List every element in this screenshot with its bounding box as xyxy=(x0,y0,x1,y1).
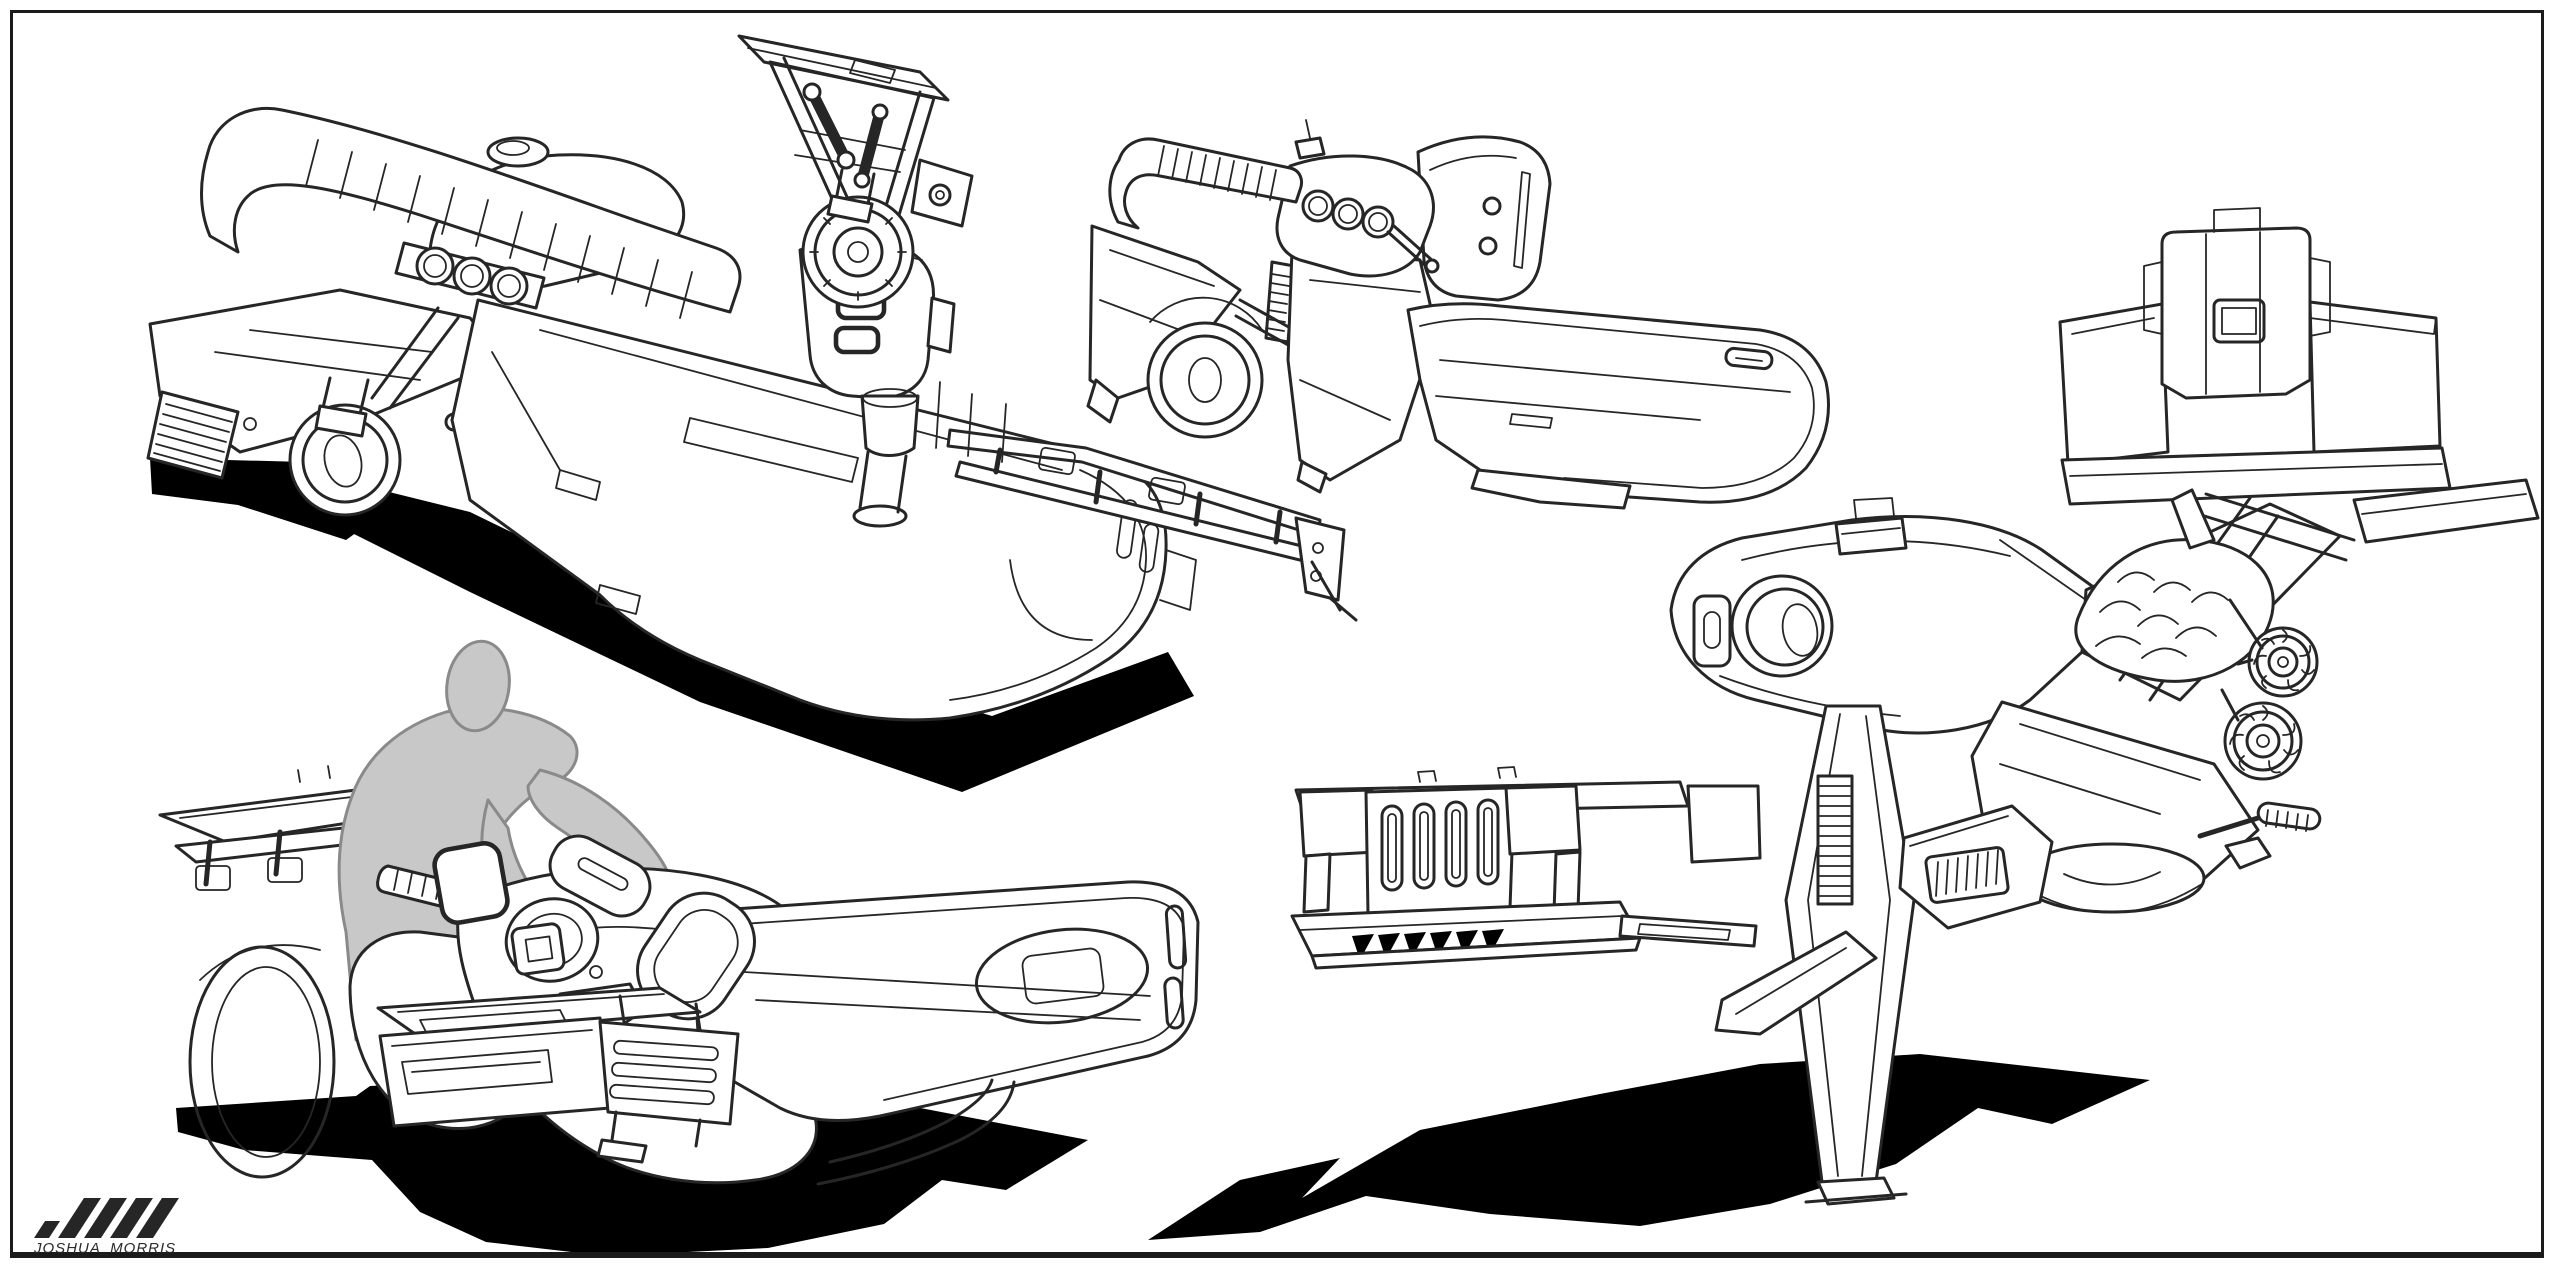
deck-panel xyxy=(688,880,1200,1122)
sketch-rear-three-quarter xyxy=(1148,207,2540,1240)
seat-quilting xyxy=(2095,571,2229,659)
crate-right-block xyxy=(1504,784,1582,856)
cargo-tower xyxy=(2160,226,2312,400)
deck-body xyxy=(450,298,1168,722)
cast-shadow xyxy=(1148,1054,2150,1240)
cargo-tray xyxy=(2352,478,2540,544)
sketch-wheel-linkage-detail xyxy=(737,34,974,309)
crate-left-block xyxy=(1298,788,1378,858)
cylinder-pod xyxy=(548,834,652,918)
sketch-rider-mounting xyxy=(158,639,1200,1256)
joshua-morris-logo-icon xyxy=(34,1196,254,1238)
rear-handle-grip xyxy=(2256,801,2322,831)
antenna-box xyxy=(1834,516,1908,556)
drawer-grille xyxy=(598,1020,740,1126)
artist-signature: JOSHUA_MORRIS xyxy=(34,1196,254,1257)
handlebar-ribs xyxy=(305,139,693,319)
rear-cowl xyxy=(1416,135,1552,302)
sketch-front-three-quarter xyxy=(146,107,1358,792)
fork-pod xyxy=(1898,804,2054,930)
artist-name: JOSHUA_MORRIS xyxy=(34,1240,177,1257)
axle-bracket xyxy=(910,158,974,228)
quilted-seat xyxy=(2074,538,2275,683)
rider-head xyxy=(445,639,511,733)
wing-vent xyxy=(146,390,240,480)
front-wheel xyxy=(288,403,402,517)
deck-panel xyxy=(1406,302,1830,504)
stand-fork xyxy=(1714,704,2054,1206)
handlebar-ribs xyxy=(1157,145,1277,201)
front-wheel xyxy=(1146,321,1264,439)
control-pad xyxy=(432,841,510,925)
sketch-side-profile xyxy=(1086,119,1830,510)
handlebar xyxy=(200,107,742,314)
handlebar xyxy=(1108,137,1304,230)
filler-cap xyxy=(486,136,550,168)
mid-fairing xyxy=(1286,248,1438,482)
rear-wheels xyxy=(2220,598,2319,781)
cargo-box xyxy=(2058,207,2540,562)
